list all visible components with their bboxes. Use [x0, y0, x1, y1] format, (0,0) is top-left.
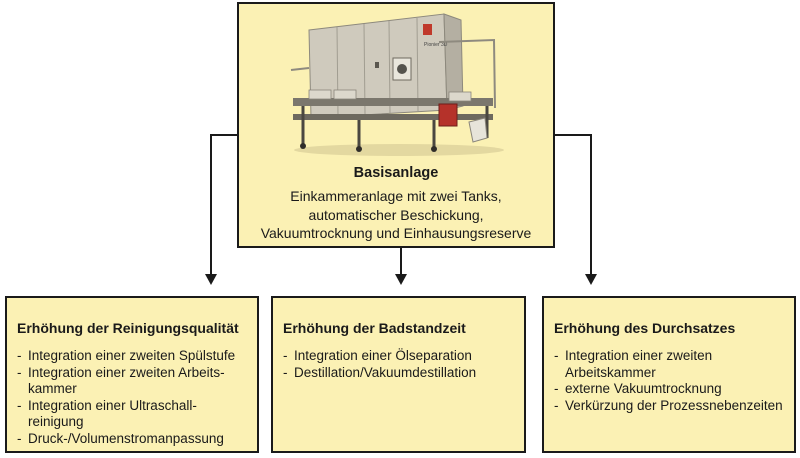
description-line: Vakuumtrocknung und Einhausungsreserve: [260, 225, 532, 241]
arrow-right-head: [585, 274, 597, 285]
list-item: externe Vakuumtrocknung: [554, 381, 788, 398]
list-item: Integration einer zweiten Spülstufe: [17, 348, 251, 365]
list-item: Integration einer Ölseparation: [283, 348, 518, 365]
box-title: Erhöhung der Reinigungsqualität: [17, 320, 239, 336]
reinigungsqualitaet-box: Erhöhung der Reinigungsqualität Integrat…: [5, 296, 259, 453]
list-item: Druck-/Volumenstromanpassung: [17, 431, 251, 448]
list-item: Integration einer Ultraschall-reinigung: [17, 398, 251, 431]
basisanlage-box: Pionier 3D: [237, 2, 555, 248]
description-line: Einkammeranlage mit zwei Tanks,: [290, 188, 502, 204]
arrow-middle-head: [395, 274, 407, 285]
top-box-description: Einkammeranlage mit zwei Tanks, automati…: [239, 187, 553, 243]
list-item: Destillation/Vakuumdestillation: [283, 365, 518, 382]
arrow-left-line: [210, 134, 237, 276]
arrow-right-line: [555, 134, 592, 276]
top-box-title: Basisanlage: [353, 165, 439, 181]
list-item: Integration einer zweiten Arbeits-kammer: [17, 365, 251, 398]
badstandzeit-box: Erhöhung der Badstandzeit Integration ei…: [271, 296, 526, 453]
durchsatz-box: Erhöhung des Durchsatzes Integration ein…: [542, 296, 796, 453]
description-line: automatischer Beschickung,: [308, 206, 484, 223]
box-title: Erhöhung der Badstandzeit: [283, 320, 466, 336]
list-item: Verkürzung der Prozessnebenzeiten: [554, 398, 788, 415]
arrow-left-head: [205, 274, 217, 285]
box-title: Erhöhung des Durchsatzes: [554, 320, 736, 336]
measure-list: Integration einer Ölseparation Destillat…: [283, 348, 518, 381]
measure-list: Integration einer zweiten Spülstufe Inte…: [17, 348, 251, 448]
machine-brand-label: Pionier 3D: [424, 42, 448, 48]
machine-illustration: Pionier 3D: [289, 10, 509, 160]
measure-list: Integration einer zweiten Arbeitskammer …: [554, 348, 788, 414]
list-item: Integration einer zweiten Arbeitskammer: [554, 348, 788, 381]
